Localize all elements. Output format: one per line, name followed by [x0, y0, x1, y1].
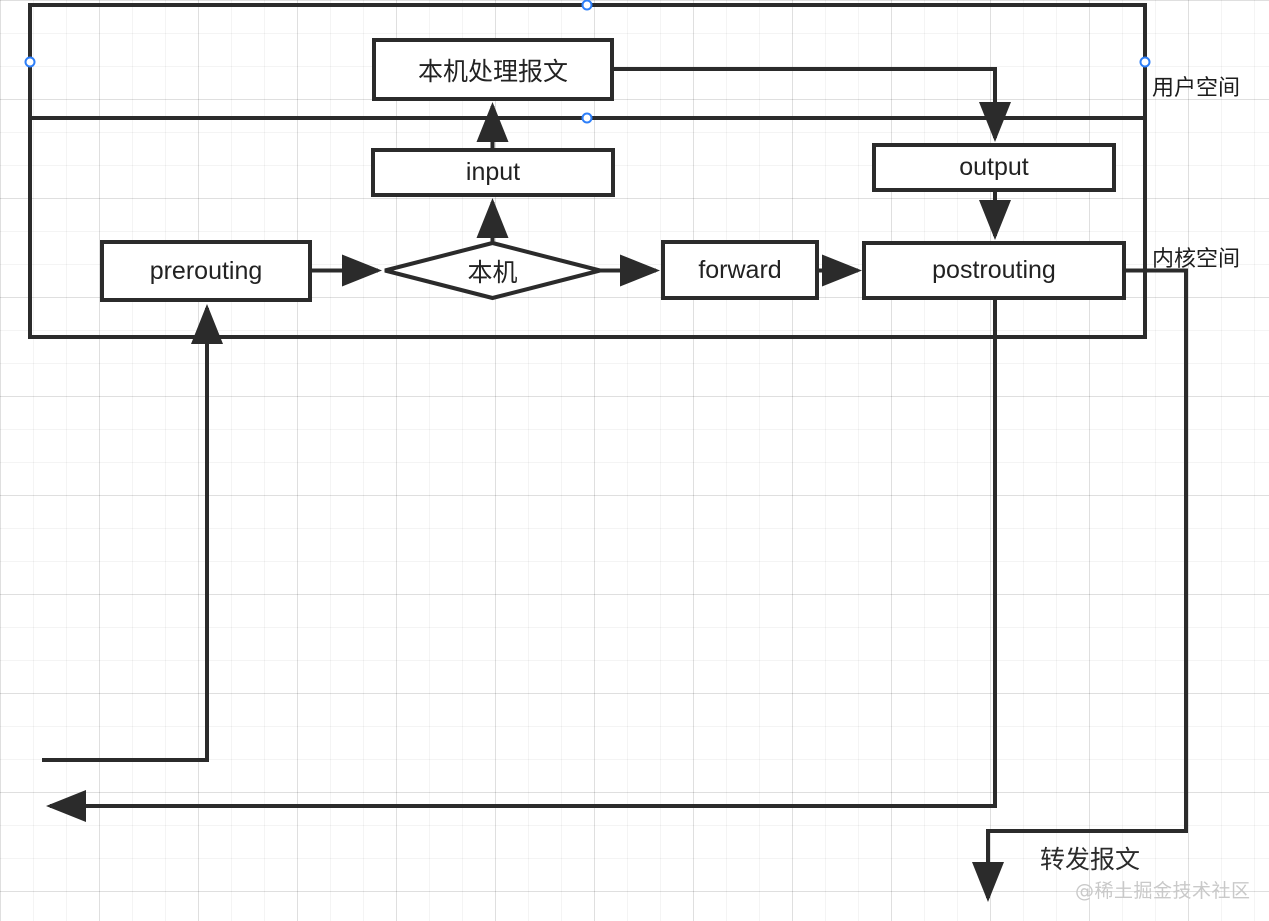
selection-handle-right[interactable] — [1139, 56, 1151, 68]
forward-packet-label: 转发报文 — [1040, 845, 1141, 874]
selection-handle-top[interactable] — [581, 0, 593, 11]
node-forward-shape[interactable] — [661, 240, 819, 300]
selection-handle-left[interactable] — [24, 56, 36, 68]
watermark: @稀土掘金技术社区 — [1075, 880, 1251, 902]
edge-local-process-to-output — [612, 67, 1011, 142]
edge-postrouting-to-external-out — [46, 298, 997, 822]
node-postrouting-shape[interactable] — [862, 241, 1126, 300]
node-input-shape[interactable] — [371, 148, 615, 197]
edge-external-to-prerouting — [42, 304, 223, 762]
node-prerouting-shape[interactable] — [100, 240, 312, 302]
edge-postrouting-to-forward-packet — [972, 268, 1188, 902]
kernel-space-label: 内核空间 — [1152, 247, 1241, 272]
selection-handles — [24, 0, 1151, 124]
node-output-shape[interactable] — [872, 143, 1116, 192]
user-space-label: 用户空间 — [1152, 76, 1241, 101]
node-local-decision-shape[interactable] — [384, 240, 601, 301]
node-local-process-shape[interactable] — [372, 38, 614, 101]
selection-handle-bottom[interactable] — [581, 112, 593, 124]
